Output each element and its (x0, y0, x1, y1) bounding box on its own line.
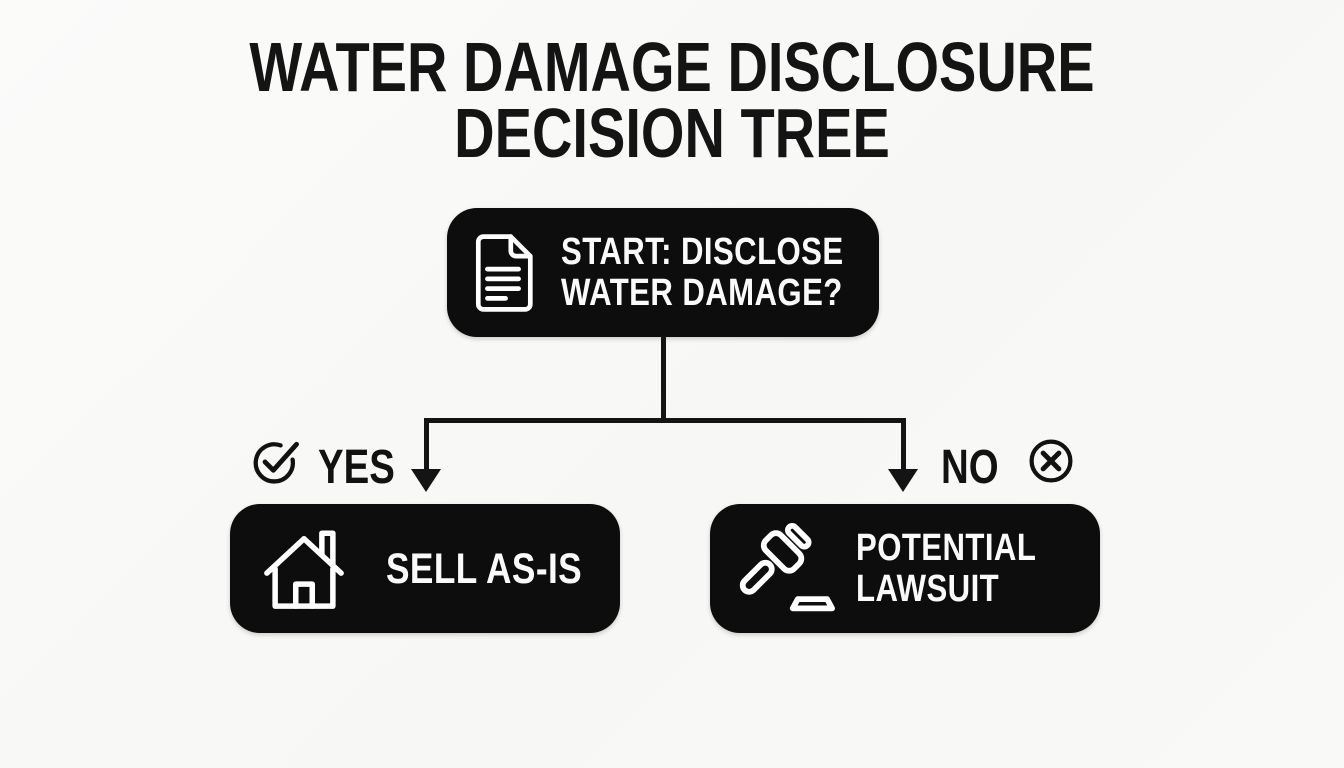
connector-stem (661, 336, 666, 420)
page-title-line1: WATER DAMAGE DISCLOSURE (249, 28, 1095, 106)
start-node-label-line1: START: DISCLOSE (561, 230, 844, 273)
start-node: START: DISCLOSE WATER DAMAGE? (447, 208, 879, 337)
potential-lawsuit-node: POTENTIAL LAWSUIT (710, 504, 1100, 633)
potential-lawsuit-line2: LAWSUIT (856, 567, 1000, 610)
yes-branch-label: YES (252, 440, 414, 494)
start-node-label: START: DISCLOSE WATER DAMAGE? (561, 230, 844, 314)
gavel-icon (734, 522, 840, 615)
page-title: WATER DAMAGE DISCLOSURE DECISION TREE (134, 28, 1209, 172)
potential-lawsuit-label: POTENTIAL LAWSUIT (856, 526, 1037, 610)
document-icon (473, 233, 533, 312)
arrow-down-yes-icon (411, 469, 441, 492)
no-branch-label: NO (941, 439, 1075, 494)
no-label-text: NO (941, 440, 999, 494)
potential-lawsuit-line1: POTENTIAL (856, 526, 1037, 569)
sell-as-is-label: SELL AS-IS (386, 544, 583, 593)
check-circle-icon (252, 435, 304, 499)
connector-drop-no (901, 418, 906, 471)
yes-label-text: YES (318, 440, 395, 494)
connector-drop-yes (424, 418, 429, 471)
start-node-label-line2: WATER DAMAGE? (561, 271, 843, 314)
sell-as-is-node: SELL AS-IS (230, 504, 620, 633)
x-circle-icon (1027, 437, 1075, 497)
page-title-line2: DECISION TREE (454, 94, 890, 172)
arrow-down-no-icon (888, 469, 918, 492)
connector-branch (424, 418, 906, 423)
house-icon (260, 525, 348, 613)
